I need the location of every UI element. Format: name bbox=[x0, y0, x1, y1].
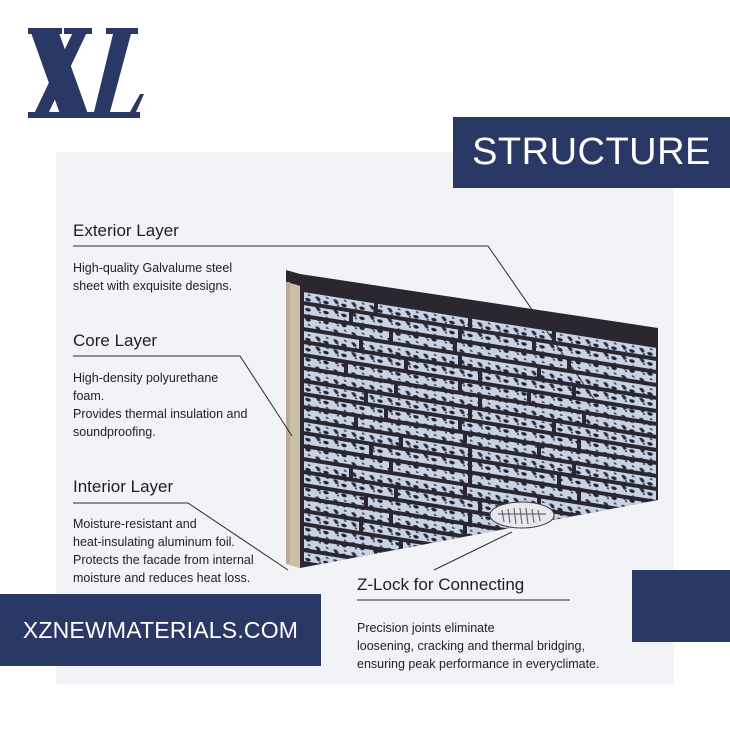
page-title: STRUCTURE bbox=[453, 117, 730, 188]
website-banner: XZNEWMATERIALS.COM bbox=[0, 594, 321, 666]
core-layer-description: High-density polyurethane foam. Provides… bbox=[73, 371, 248, 439]
wall-panel-icon bbox=[286, 270, 658, 568]
brand-logo bbox=[28, 28, 144, 118]
core-layer-heading: Core Layer bbox=[73, 331, 158, 350]
zlock-heading: Z-Lock for Connecting bbox=[357, 575, 525, 594]
zlock-description: Precision joints eliminate loosening, cr… bbox=[357, 621, 600, 671]
corner-accent-block bbox=[632, 570, 730, 642]
interior-layer-description: Moisture-resistant and heat-insulating a… bbox=[73, 517, 254, 585]
interior-layer-heading: Interior Layer bbox=[73, 477, 174, 496]
exterior-layer-heading: Exterior Layer bbox=[73, 221, 179, 240]
exterior-layer-description: High-quality Galvalume steel sheet with … bbox=[73, 261, 233, 293]
